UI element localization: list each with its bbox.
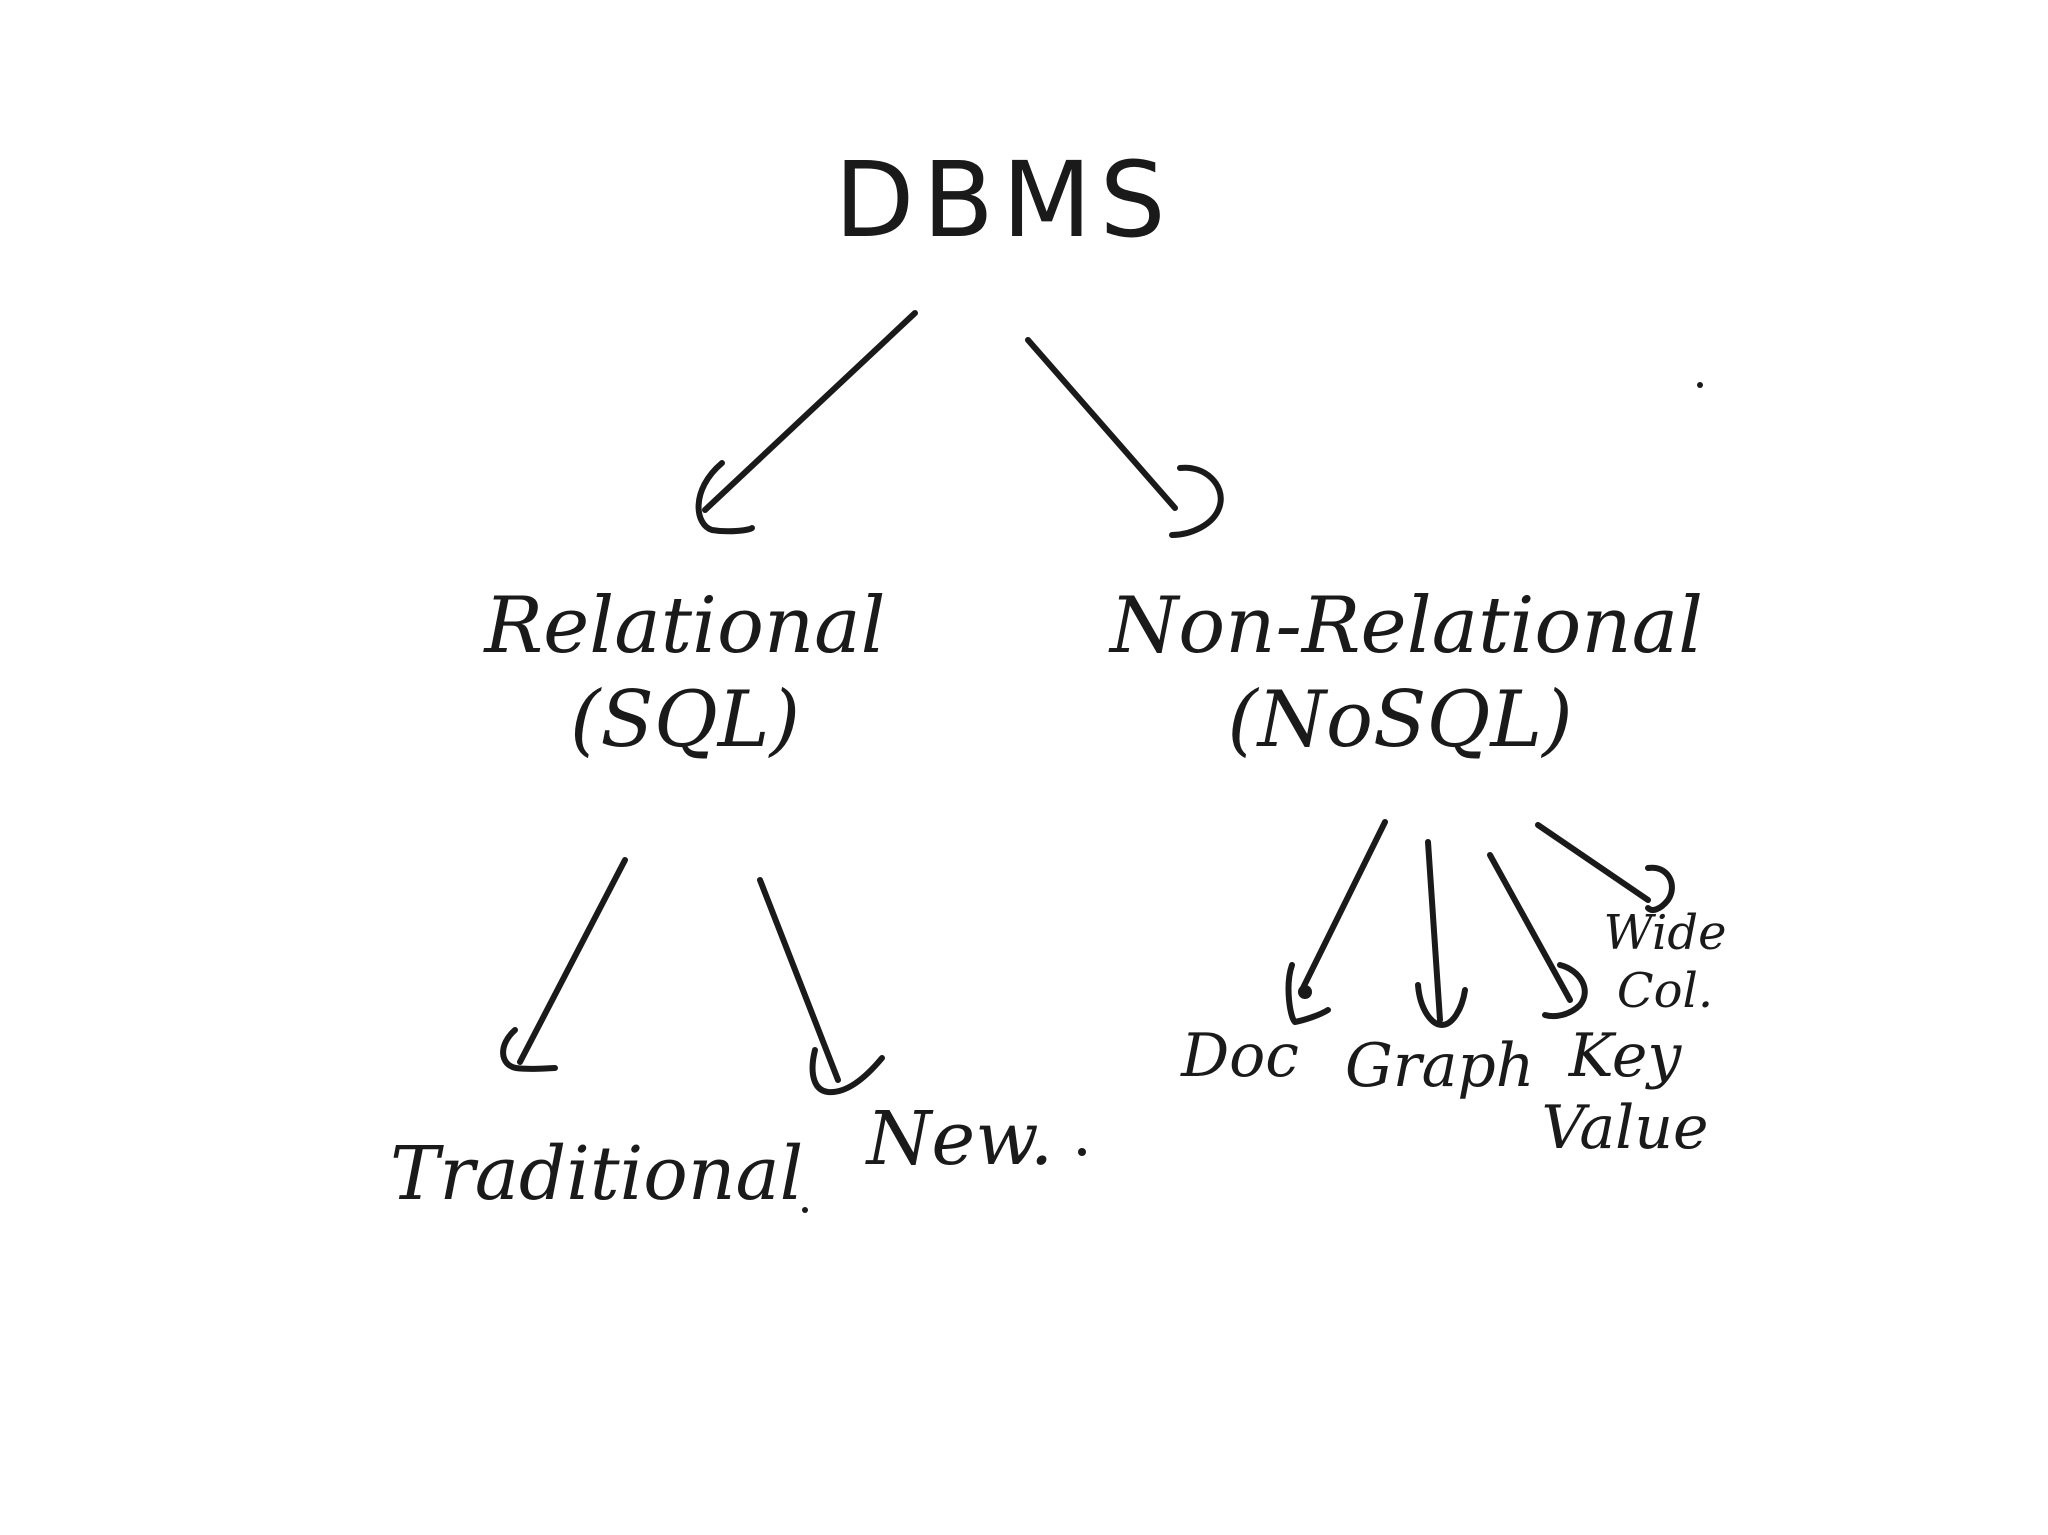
node-graph: Graph [1345, 1030, 1535, 1102]
ink-speck [802, 1207, 808, 1213]
arrow-nonrel-to-keyvalue [1487, 852, 1588, 1020]
node-doc: Doc [1160, 1020, 1320, 1092]
node-graph-label: Graph [1345, 1031, 1535, 1101]
node-key-value-line1: Key [1568, 1021, 1682, 1091]
node-traditional-label: Traditional [390, 1131, 804, 1217]
node-traditional: Traditional [390, 1130, 804, 1219]
ink-speck [1078, 1148, 1086, 1156]
node-key-value: Key Value [1530, 1020, 1720, 1164]
node-non-relational-subtitle: (NoSQL) [1227, 674, 1573, 765]
node-wide-col-line1: Wide [1603, 905, 1727, 961]
arrow-nonrel-to-doc [1285, 819, 1388, 1025]
arrow-dbms-to-relational [695, 310, 918, 535]
node-dbms-label: DBMS [834, 139, 1174, 261]
node-dbms: DBMS [824, 138, 1184, 263]
node-new: New. [840, 1095, 1080, 1184]
node-relational-subtitle: (SQL) [569, 674, 801, 765]
arrow-nonrel-to-widecol [1535, 822, 1675, 913]
arrow-nonrel-to-graph [1415, 839, 1468, 1028]
node-non-relational-title: Non-Relational [1110, 581, 1704, 671]
node-relational: Relational (SQL) [470, 580, 900, 767]
node-wide-col: Wide Col. [1580, 905, 1750, 1020]
arrow-relational-to-new [757, 877, 885, 1096]
node-key-value-line2: Value [1541, 1093, 1709, 1163]
node-wide-col-line2: Col. [1616, 962, 1714, 1019]
arrow-relational-to-traditional [500, 857, 628, 1072]
node-non-relational: Non-Relational (NoSQL) [1110, 580, 1704, 767]
node-new-label: New. [866, 1096, 1054, 1182]
ink-speck [1697, 382, 1703, 388]
arrow-dbms-to-nonrelational [1025, 337, 1224, 538]
node-relational-title: Relational [484, 581, 886, 671]
node-doc-label: Doc [1181, 1021, 1299, 1091]
